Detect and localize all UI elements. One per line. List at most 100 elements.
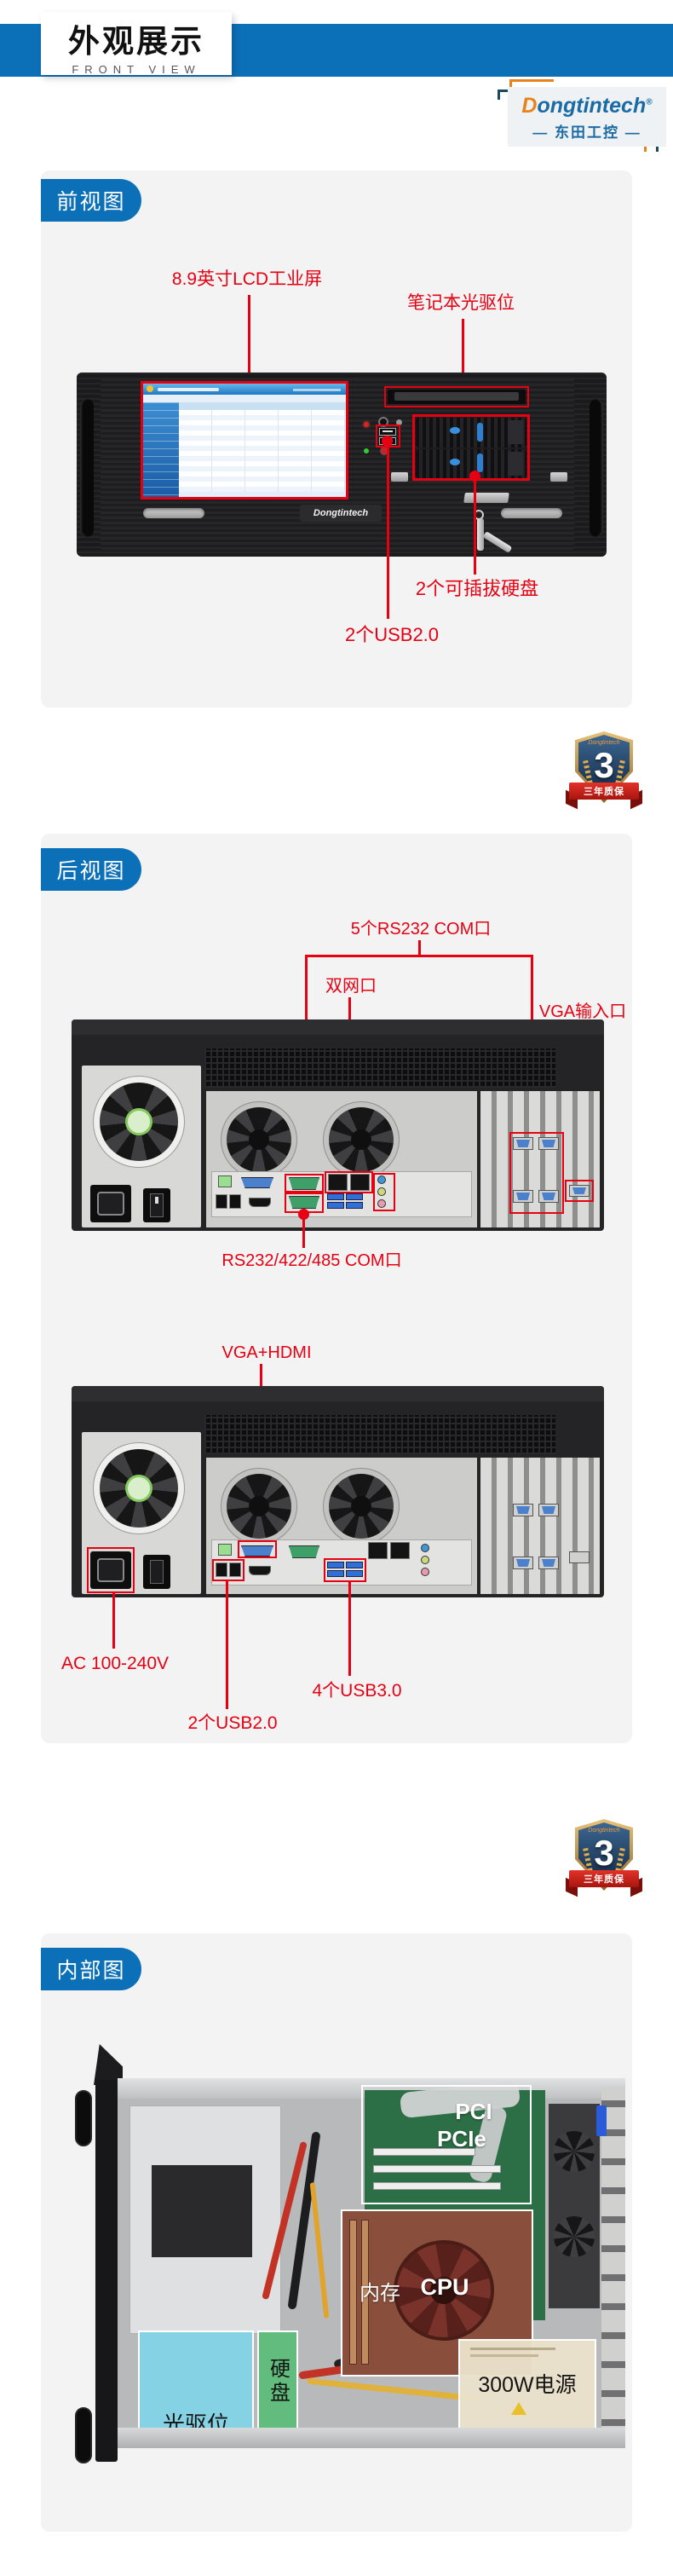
highlight-box-com1 [285, 1174, 324, 1193]
ac-inlet-socket [97, 1192, 124, 1216]
header-title-box: 外观展示 FRONT VIEW [41, 12, 232, 76]
chassis-handle [75, 2090, 92, 2146]
psu-fan-hub [125, 1108, 152, 1135]
com-port [289, 1545, 319, 1558]
hdd-led [364, 448, 369, 453]
highlight-box-hdd-bay: 硬盘 [257, 2331, 298, 2433]
panel-latch [391, 472, 408, 482]
highlight-box-lan [325, 1171, 373, 1193]
hdd-tray-endcap [508, 420, 523, 444]
lan-port [350, 1174, 370, 1191]
highlight-box-audio [373, 1173, 395, 1211]
usb3-port [327, 1570, 344, 1577]
psu-label-line [470, 2354, 538, 2357]
lcd-menustrip [143, 395, 346, 402]
usb3-port [346, 1562, 363, 1568]
keylock-tab [463, 493, 509, 503]
label-cpu: CPU [420, 2274, 469, 2300]
page-subtitle: FRONT VIEW [72, 63, 201, 76]
annotation-vga-hdmi: VGA+HDMI [221, 1343, 312, 1362]
hdd-tray-endcap [508, 452, 523, 476]
lcd-table-header [179, 402, 346, 410]
audio-jack-mic [377, 1199, 386, 1208]
ac-inlet-socket [97, 1558, 124, 1582]
lan-port [368, 1542, 388, 1559]
usb3-port [327, 1193, 344, 1200]
badge-brand-text: Dongtintech [588, 1828, 620, 1834]
hdd-tray-led [450, 427, 460, 434]
expansion-slots [480, 1091, 600, 1227]
annotation-line-usb3 [348, 1582, 351, 1676]
audio-jack-lineout [421, 1556, 429, 1564]
pci-slot [373, 2182, 501, 2190]
annotation-usb2: 2个USB2.0 [187, 1713, 278, 1733]
warranty-badge: Dongtintech 3 三年质保 [566, 728, 642, 813]
lcd-app-title-bar [158, 388, 219, 391]
power-switch-rocker [150, 1193, 164, 1217]
hdd-tray-latch [477, 453, 483, 472]
annotation-line-odd [462, 319, 464, 385]
logo-corner-decoration [498, 90, 500, 100]
brand-logo-cn: — 东田工控 — [532, 124, 641, 141]
key [477, 518, 484, 551]
usb3-port [346, 1193, 363, 1200]
highlight-box-ac [87, 1547, 135, 1593]
highlight-box-usb3 [324, 1558, 366, 1582]
annotation-dot-usb [382, 436, 393, 447]
audio-jack-mic [421, 1568, 429, 1576]
rear-chassis-lid [72, 1386, 604, 1401]
tab-internal-view-label: 内部图 [56, 1959, 126, 1983]
ram-slot [349, 2220, 357, 2365]
tab-front-view: 前视图 [41, 179, 141, 222]
pci-slot [373, 2148, 475, 2156]
badge-number: 3 [594, 1833, 614, 1873]
warranty-badge: Dongtintech 3 三年质保 [566, 1816, 642, 1901]
annotation-line-usb [387, 447, 389, 619]
usb-header-blue [596, 2105, 607, 2136]
lcd-screen-titlebar [143, 384, 346, 395]
highlight-box-vga-input [565, 1180, 594, 1202]
rear-wall-slots [601, 2087, 625, 2448]
annotation-hdd: 2个可插拔硬盘 [415, 578, 539, 599]
lan-port [390, 1542, 410, 1559]
logo-corner-decoration [509, 79, 554, 82]
hdmi-port [249, 1198, 271, 1207]
db9-com-inner [516, 1193, 530, 1200]
front-handle-left [80, 399, 94, 537]
usb2-port [216, 1562, 227, 1577]
pci-slot [373, 2165, 501, 2173]
lan-port [328, 1174, 348, 1191]
annotation-line-ac [112, 1593, 115, 1649]
badge-ribbon: 三年质保 [569, 1870, 639, 1887]
label-pcie: PCIe [437, 2126, 486, 2151]
chassis-handle [75, 2407, 92, 2463]
usb3-port [346, 1202, 363, 1209]
audio-jack-linein [377, 1175, 386, 1184]
panel-latch [550, 472, 567, 482]
badge-number: 3 [594, 745, 614, 785]
tab-rear-view-label: 后视图 [56, 859, 126, 883]
hdd-tray-led [450, 459, 460, 465]
tab-internal-view: 内部图 [41, 1948, 141, 1990]
annotation-vga-in: VGA输入口 [538, 1002, 627, 1021]
drive-cage-cutout [152, 2165, 252, 2257]
highlight-box-lcd [141, 381, 348, 500]
label-hdd-bay: 硬盘 [266, 2358, 290, 2406]
tab-rear-view: 后视图 [41, 848, 141, 891]
db9-com-inner [542, 1140, 555, 1147]
brand-logo-rest: ongtintech [537, 94, 647, 118]
rear-vent-grid [204, 1048, 555, 1088]
warning-triangle-icon [511, 2402, 526, 2415]
ps2-port [218, 1544, 232, 1556]
usb2-port [216, 1194, 227, 1209]
vga-input-card [569, 1551, 590, 1563]
chassis-logo-text: Dongtintech [313, 508, 369, 518]
db9-com-inner [516, 1140, 530, 1147]
lcd-table-footer [179, 492, 346, 497]
label-psu: 300W电源 [478, 2373, 577, 2397]
page-title: 外观展示 [68, 24, 204, 59]
annotation-line-usb2 [226, 1581, 228, 1709]
usb2-port [229, 1562, 241, 1577]
annotation-line-com485 [302, 1219, 305, 1248]
annotation-com485: RS232/422/485 COM口 [221, 1251, 402, 1270]
